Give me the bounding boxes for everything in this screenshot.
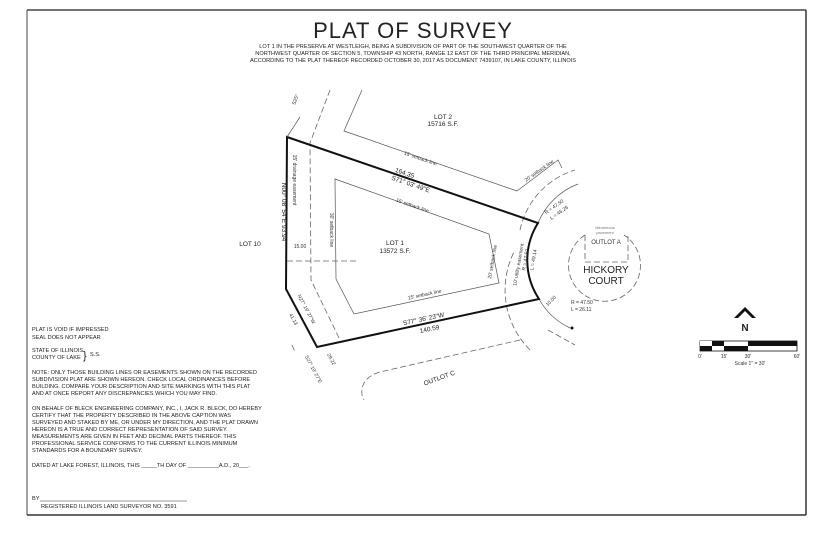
lot10-label: LOT 10 — [239, 241, 261, 248]
court-label: COURT — [588, 276, 623, 287]
outlot-a-boundary — [584, 235, 629, 263]
sw-distance: 41.13 — [287, 313, 298, 327]
scale-tick: 30' — [745, 354, 752, 360]
outlot-c-label: OUTLOT C — [423, 370, 456, 388]
survey-drawing: LOT 2 15716 S.F. LOT 1 13572 S.F. LOT 10… — [239, 89, 641, 401]
cert-line: SURVEYED AND STAKED BY ME, OR UNDER MY D… — [32, 420, 258, 426]
lot2-area: 15716 S.F. — [427, 121, 458, 128]
setback-label: 30' setback line — [328, 213, 334, 248]
scale-tick: 15' — [721, 354, 728, 360]
dated-line: DATED AT LAKE FOREST, ILLINOIS, THIS ___… — [32, 463, 250, 469]
cert-line: HEREON IS A TRUE AND CORRECT REPRESENTAT… — [32, 427, 228, 433]
by-label: BY — [32, 496, 40, 502]
lot1-label: LOT 1 — [386, 240, 404, 247]
outlot-a-label: OUTLOT A — [591, 240, 621, 246]
scale-label: Scale 1" = 30' — [735, 361, 766, 367]
arc-length: L = 26.11 — [571, 307, 592, 313]
scale-tick: 0' — [698, 354, 702, 360]
easement-tick — [291, 344, 296, 353]
north-label: N — [741, 323, 748, 334]
void-note: PLAT IS VOID IF IMPRESSED — [32, 327, 109, 333]
south-distance: 140.59 — [419, 324, 440, 335]
easement-label: 15' drainage easement — [291, 155, 297, 206]
lot2-setback-line — [343, 89, 563, 192]
arc-se — [538, 298, 571, 329]
surveyor-label: REGISTERED ILLINOIS LAND SURVEYOR NO. 35… — [41, 504, 177, 510]
arc-radius: R = 47.50 — [521, 248, 531, 271]
setback-label: 20' setback line — [487, 244, 499, 279]
setback-label: 15' setback line — [403, 151, 438, 168]
caption-line: LOT 1 IN THE PRESERVE AT WESTLEIGH, BEIN… — [259, 44, 567, 50]
row-arc — [519, 169, 576, 231]
arc-leader — [547, 329, 576, 346]
scale-tick: 60' — [794, 354, 801, 360]
pavement-label: bituminous — [595, 225, 614, 230]
note-line: SUBDIVISION PLAT ARE SHOWN HEREON. CHECK… — [32, 377, 250, 383]
pavement-label: pavement — [596, 230, 614, 235]
note-line: AND AT ONCE REPORT ANY DISCREPANCIES WHI… — [32, 391, 217, 397]
void-note: SEAL DOES NOT APPEAR — [32, 335, 101, 341]
easement-width: 15.00 — [294, 244, 307, 250]
lot1-boundary — [284, 135, 541, 349]
setback-label: 15' setback line — [395, 198, 430, 215]
caption-line: ACCORDING TO THE PLAT THEREOF RECORDED O… — [250, 58, 576, 64]
easement-dimension: 10.00 — [545, 295, 558, 308]
ssw-distance: 29.22 — [325, 353, 336, 367]
caption-line: NORTHWEST QUARTER OF SECTION 5, TOWNSHIP… — [255, 51, 571, 57]
bearing-leader — [286, 116, 301, 138]
cert-line: ON BEHALF OF BLECK ENGINEERING COMPANY, … — [32, 406, 262, 412]
note-line: BUILDING. COMPARE YOUR DESCRIPTION AND S… — [32, 384, 251, 390]
cert-line: PROFESSIONAL SERVICE CONFORMS TO THE CUR… — [32, 441, 238, 447]
sw-bearing: N27° 19' 27"W — [296, 294, 317, 326]
monument-marker — [570, 326, 574, 330]
court-label: HICKORY — [583, 265, 629, 276]
state-label: STATE OF ILLINOIS — [32, 348, 83, 354]
lot1-area: 13572 S.F. — [379, 248, 410, 255]
county-label: COUNTY OF LAKE — [32, 355, 81, 361]
lot1-setback-line — [334, 178, 500, 315]
note-line: NOTE: ONLY THOSE BUILDING LINES OR EASEM… — [32, 370, 257, 376]
north-arrow-icon — [734, 307, 756, 318]
cert-line: CERTIFY THAT THE PROPERTY DESCRIBED IN T… — [32, 413, 231, 419]
row-arc — [504, 249, 531, 351]
nw-bearing: S25° — [291, 94, 300, 106]
cert-line: STANDARDS FOR A BOUNDARY SURVEY. — [32, 448, 143, 454]
setback-label: 15' setback line — [407, 288, 442, 301]
brace: } — [83, 350, 87, 362]
lot2-label: LOT 2 — [434, 114, 452, 121]
cert-line: MEASUREMENTS ARE GIVEN IN FEET AND DECIM… — [32, 434, 236, 440]
outlot-c-boundary — [361, 339, 521, 401]
north-arrow: N — [734, 307, 756, 334]
ssw-bearing: S27° 19' 27"E — [303, 354, 323, 385]
arc-ne — [537, 183, 579, 224]
hickory-court-circle — [568, 234, 641, 302]
notes-block: PLAT IS VOID IF IMPRESSED SEAL DOES NOT … — [32, 327, 262, 510]
arc-length: L = 49.14 — [529, 249, 539, 271]
drainage-easement-line — [309, 89, 341, 341]
ss-label: S.S. — [90, 352, 101, 358]
scale-bar: 0' 15' 30' 60' Scale 1" = 30' — [698, 340, 801, 367]
arc-radius: R = 47.50 — [571, 300, 593, 306]
page-title: PLAT OF SURVEY — [313, 18, 513, 43]
west-bearing: N00° 08' 54"E 93.94 — [280, 183, 288, 242]
setback-label: 20' setback line — [524, 159, 556, 184]
